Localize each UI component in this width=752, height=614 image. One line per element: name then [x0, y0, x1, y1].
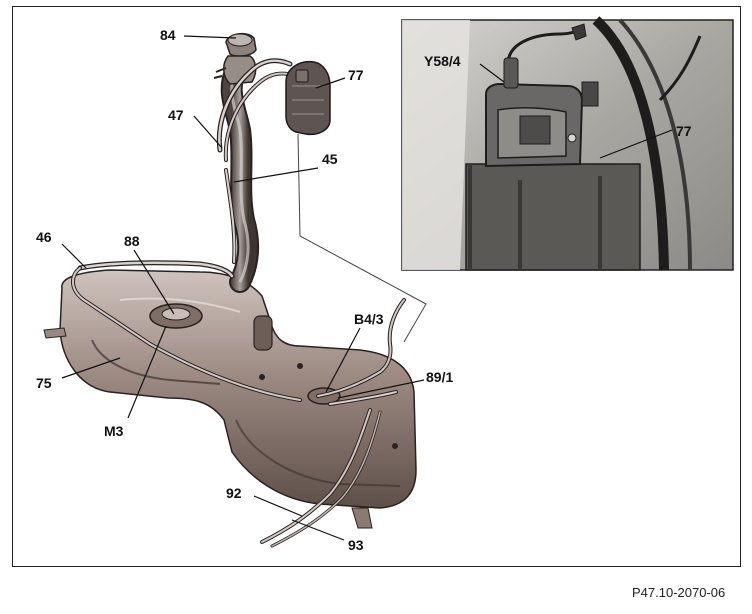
label-46: 46 [36, 229, 52, 245]
leader-lines [61, 35, 673, 541]
fuel-lines [71, 58, 406, 548]
purge-canister-77 [285, 60, 331, 136]
label-75: 75 [36, 375, 52, 391]
label-77-inset: 77 [676, 123, 692, 139]
label-93: 93 [348, 537, 364, 553]
label-m3: M3 [104, 423, 124, 439]
routing-line [297, 133, 427, 343]
label-77-main: 77 [348, 67, 364, 83]
label-y58-4: Y58/4 [424, 53, 461, 69]
label-45: 45 [322, 151, 338, 167]
label-88: 88 [124, 233, 140, 249]
filler-neck [213, 32, 260, 293]
label-84: 84 [160, 27, 176, 43]
inset-photo [401, 16, 734, 271]
label-47: 47 [168, 107, 184, 123]
label-92: 92 [226, 485, 242, 501]
figure-code: P47.10-2070-06 [632, 585, 726, 600]
label-89-1: 89/1 [426, 369, 454, 385]
label-b4-3: B4/3 [354, 311, 384, 327]
